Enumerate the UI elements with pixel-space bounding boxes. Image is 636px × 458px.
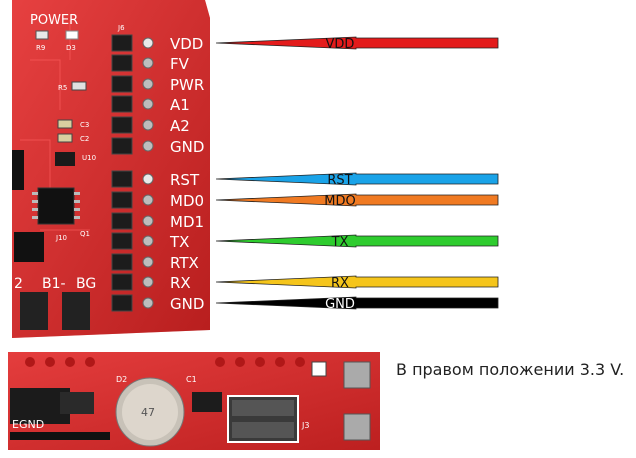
arrow-label-rst: RST <box>327 173 352 188</box>
top-hole-2 <box>142 78 154 90</box>
top-label-vdd: VDD <box>170 35 203 53</box>
bottom-pin-5 <box>111 273 133 291</box>
bottom-label-rtx: RTX <box>170 254 199 272</box>
c1-label: C1 <box>186 375 197 384</box>
d3-led <box>65 30 79 40</box>
arrow-vdd <box>215 36 499 50</box>
arrows: VDD RST MDO TX RX GND <box>215 36 499 312</box>
bottom-hole-6 <box>142 297 154 309</box>
bottom-pad-1 <box>20 292 48 330</box>
r9-resistor <box>35 30 49 40</box>
power-label: POWER <box>30 13 78 28</box>
top-pin-5 <box>111 137 133 155</box>
arrow-label-vdd: VDD <box>326 37 355 52</box>
arrow-label-tx: TX <box>331 235 349 250</box>
bottom-pin-0 <box>111 170 133 188</box>
top-pin-3 <box>111 95 133 113</box>
top-pin-0 <box>111 34 133 52</box>
bottom-pad-2 <box>62 292 90 330</box>
top-label-pwr: PWR <box>170 76 204 94</box>
bottom-label-gnd: GND <box>170 295 204 313</box>
bottom-hole-3 <box>142 235 154 247</box>
d2-label: D2 <box>116 375 127 384</box>
top-hole-3 <box>142 98 154 110</box>
bottom-hole-2 <box>142 215 154 227</box>
top-hole-4 <box>142 119 154 131</box>
transistor-body <box>60 392 94 414</box>
bottom-label-1: 2 <box>14 276 23 292</box>
edge-connector <box>10 432 110 440</box>
pad-b <box>343 361 371 389</box>
top-hole-0 <box>142 37 154 49</box>
arrow-label-gnd: GND <box>325 297 355 312</box>
egnd-label: EGND <box>12 418 44 431</box>
arrow-gnd <box>215 296 499 310</box>
board-photo: POWER R9 D3 R5 C3 C2 U10 J10 Q1 2 B1- BG <box>12 0 210 338</box>
bottom-label-md1: MD1 <box>170 213 204 231</box>
q1-label: Q1 <box>80 230 90 238</box>
arrow-mdo <box>215 193 499 207</box>
top-pin-4 <box>111 116 133 134</box>
header-bottom <box>111 170 154 312</box>
j10-connector <box>14 232 44 262</box>
top-label-fv: FV <box>170 55 190 73</box>
j6-label: J6 <box>117 24 125 32</box>
bottom-pin-1 <box>111 191 133 209</box>
left-connector <box>12 150 24 190</box>
r5-resistor <box>71 81 87 91</box>
bottom-label-rx: RX <box>170 274 191 292</box>
main-ic <box>37 187 75 225</box>
bottom-label-tx: TX <box>169 233 189 251</box>
bottom-pin-4 <box>111 253 133 271</box>
top-label-gnd: GND <box>170 138 204 156</box>
bottom-hole-4 <box>142 256 154 268</box>
pad-a <box>311 361 327 377</box>
bottom-label-rst: RST <box>170 171 200 189</box>
top-label-a2: A2 <box>170 117 190 135</box>
c2-capacitor <box>57 133 73 143</box>
u10-chip <box>55 152 75 166</box>
arrow-rx <box>215 275 499 289</box>
top-hole-5 <box>142 140 154 152</box>
header-top <box>111 34 154 155</box>
bottom-hole-1 <box>142 194 154 206</box>
top-label-a1: A1 <box>170 96 190 114</box>
j3-label: J3 <box>301 421 309 430</box>
top-pin-1 <box>111 54 133 72</box>
j10-label: J10 <box>55 234 67 242</box>
c2-label: C2 <box>80 135 89 143</box>
arrow-label-rx: RX <box>331 276 349 291</box>
d3-label: D3 <box>66 44 76 52</box>
arrow-label-mdo: MDO <box>324 194 355 209</box>
bottom-pin-2 <box>111 212 133 230</box>
top-hole-1 <box>142 57 154 69</box>
c3-label: C3 <box>80 121 89 129</box>
chip-small <box>192 392 222 412</box>
u10-label: U10 <box>82 154 96 162</box>
pad-c <box>343 413 371 441</box>
r9-label: R9 <box>36 44 45 52</box>
capacitor-value: 47 <box>141 406 155 419</box>
arrow-tx <box>215 234 499 248</box>
arrow-rst <box>215 172 499 186</box>
top-pin-2 <box>111 75 133 93</box>
caption-text: В правом положении 3.3 V. <box>396 360 625 379</box>
r5-label: R5 <box>58 84 67 92</box>
bottom-label-md0: MD0 <box>170 192 204 210</box>
bottom-hole-0 <box>142 173 154 185</box>
bottom-photo: EGND D2 C1 47 J3 <box>8 352 380 450</box>
bottom-label-2: B1- <box>42 276 66 292</box>
bottom-pin-6 <box>111 294 133 312</box>
bottom-pin-3 <box>111 232 133 250</box>
c3-capacitor <box>57 119 73 129</box>
bottom-hole-5 <box>142 276 154 288</box>
bottom-label-3: BG <box>76 276 96 292</box>
